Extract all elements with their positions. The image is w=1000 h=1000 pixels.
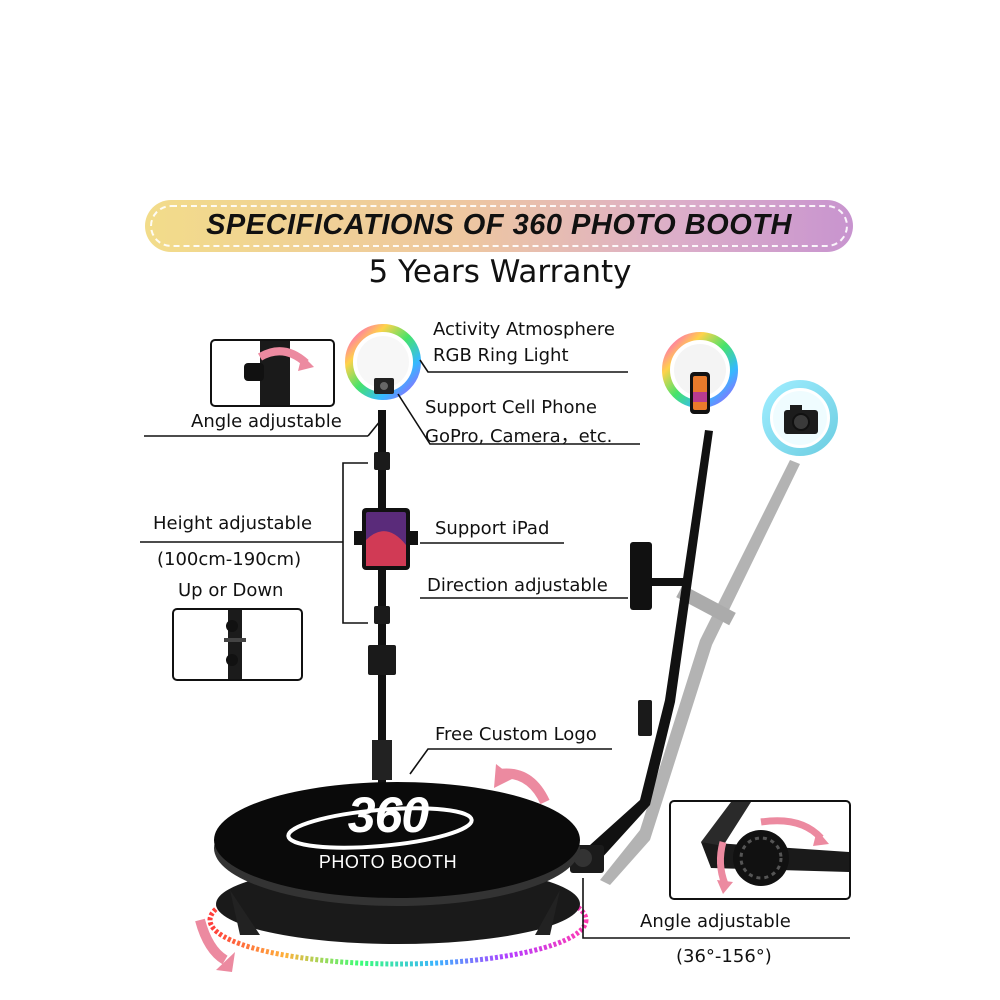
inset-angle-hinge <box>669 800 851 900</box>
banner-dashed-border <box>150 205 848 247</box>
camera-icon <box>784 405 818 434</box>
callout-lines <box>140 359 850 939</box>
label-angle-bottom: Angle adjustable <box>640 911 791 932</box>
platform-logo-number: 360 <box>347 787 429 843</box>
label-support-phone-1: Support Cell Phone <box>425 397 598 418</box>
page-title: SPECIFICATIONS OF 360 PHOTO BOOTH <box>206 209 792 241</box>
label-support-ipad: Support iPad <box>435 518 550 539</box>
inset-angle-knob <box>210 339 335 407</box>
ring-light-icon <box>345 324 421 400</box>
label-up-down: Up or Down <box>178 580 284 601</box>
camera-icon <box>374 378 394 394</box>
label-free-logo: Free Custom Logo <box>435 724 597 745</box>
phone-icon <box>690 372 710 414</box>
label-support-phone-2: GoPro, Camera，etc. <box>425 426 613 447</box>
platform-logo-text: PHOTO BOOTH <box>318 852 458 872</box>
label-ring-light-2: RGB Ring Light <box>433 345 569 366</box>
rotate-arrow-icon <box>494 764 550 805</box>
title-banner: SPECIFICATIONS OF 360 PHOTO BOOTH <box>145 200 853 252</box>
center-pole <box>368 410 396 790</box>
warranty-subtitle: 5 Years Warranty <box>368 254 632 290</box>
label-angle-top: Angle adjustable <box>191 411 342 432</box>
label-height-adjustable: Height adjustable <box>153 513 313 534</box>
label-direction-adjustable: Direction adjustable <box>427 575 608 596</box>
tablet-icon <box>354 508 418 570</box>
rotating-platform <box>207 782 589 967</box>
label-ring-light-1: Activity Atmosphere <box>433 319 616 340</box>
rotate-arrow-icon <box>195 918 235 972</box>
label-angle-range: (36°-156°) <box>676 946 772 967</box>
inset-height-pole <box>172 608 303 681</box>
label-height-range: (100cm-190cm) <box>157 549 302 570</box>
